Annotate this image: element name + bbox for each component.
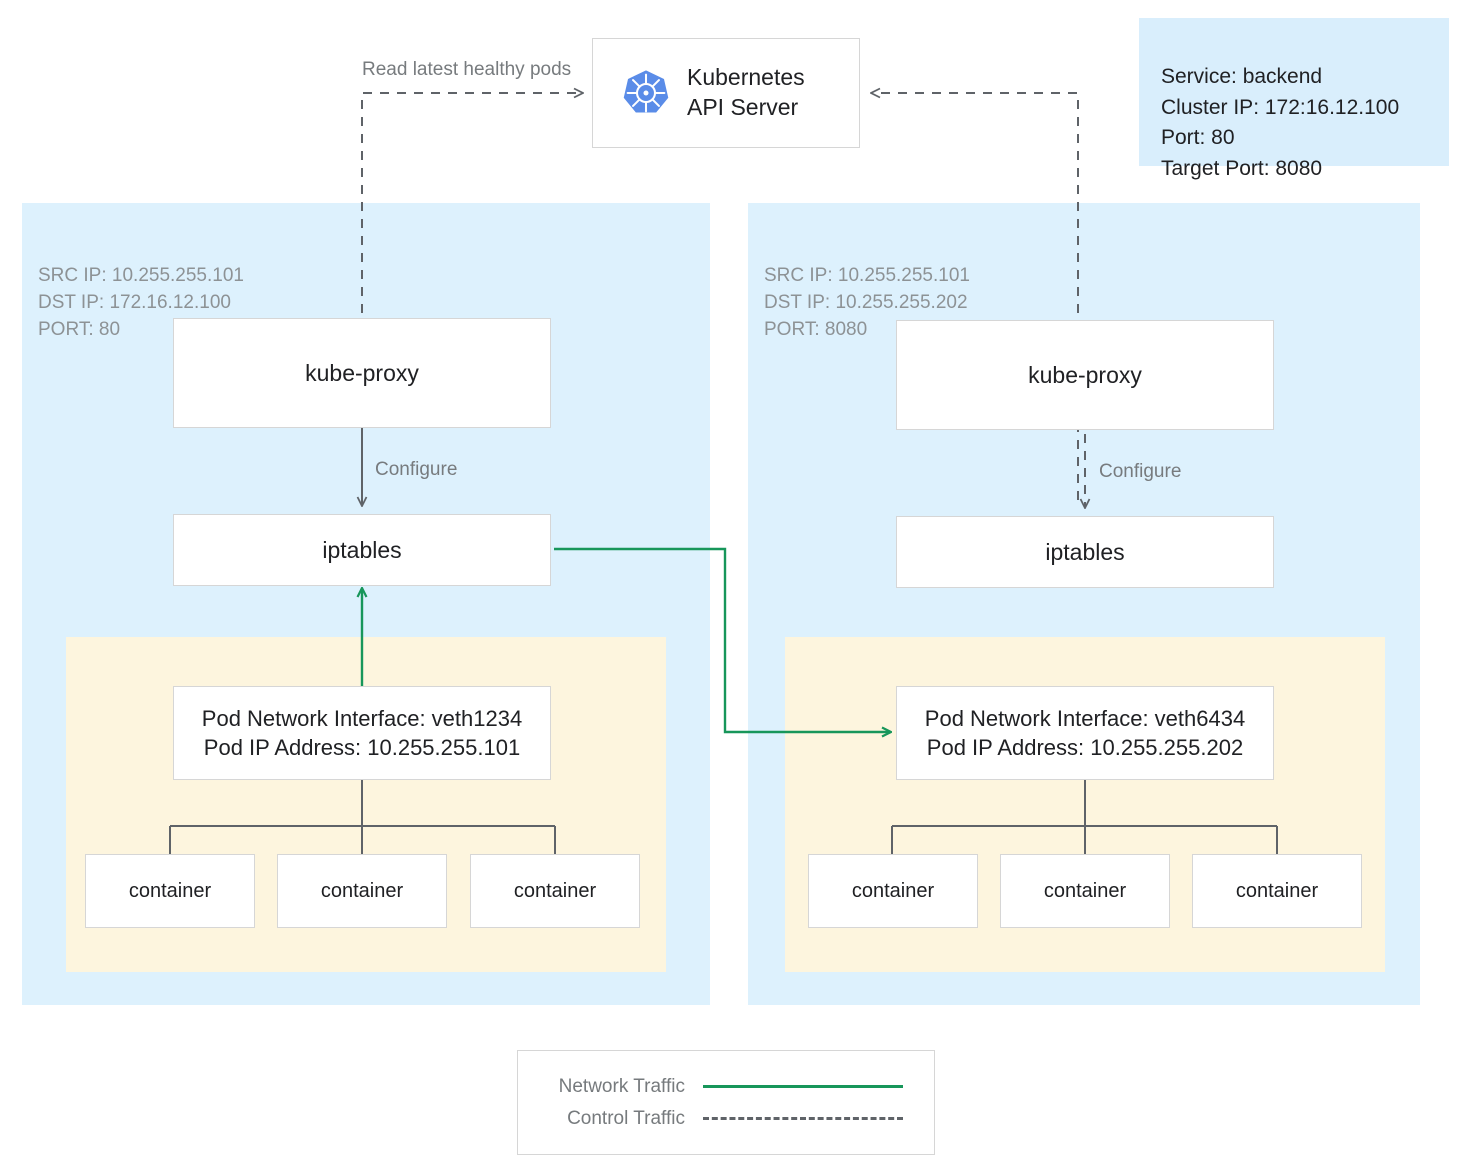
container-label: container [513,879,597,902]
iptables-box-left[interactable]: iptables [173,514,551,586]
kube-proxy-box-right[interactable]: kube-proxy [896,320,1274,430]
iptables-box-right[interactable]: iptables [896,516,1274,588]
iptables-label-left: iptables [322,536,402,563]
container-label: container [320,879,404,902]
container-label: container [128,879,212,902]
api-server-label: Kubernetes API Server [687,64,805,120]
container-box[interactable]: container [470,854,640,928]
legend-row-network-traffic: Network Traffic [540,1076,912,1098]
api-server-box[interactable]: Kubernetes API Server [592,38,860,148]
container-label: container [851,879,935,902]
legend-swatch-dashed-line [703,1117,903,1120]
edge-label-configure-right: Configure [1099,461,1182,482]
legend-label-control-traffic: Control Traffic [567,1107,685,1129]
kube-proxy-label-right: kube-proxy [1028,361,1142,388]
container-label: container [1043,879,1127,902]
legend-swatch-solid-line [703,1085,903,1088]
container-box[interactable]: container [808,854,978,928]
edge-label-read-latest: Read latest healthy pods [362,59,572,80]
container-box[interactable]: container [1000,854,1170,928]
kube-proxy-label-left: kube-proxy [305,359,419,386]
container-box[interactable]: container [277,854,447,928]
pod-interface-label-right: Pod Network Interface: veth6434 Pod IP A… [924,705,1246,760]
legend-row-control-traffic: Control Traffic [540,1108,912,1130]
legend-label-network-traffic: Network Traffic [558,1075,685,1097]
kubernetes-logo-icon [621,68,671,118]
pod-interface-label-left: Pod Network Interface: veth1234 Pod IP A… [201,705,523,760]
legend-box: Network Traffic Control Traffic [517,1050,935,1155]
container-box[interactable]: container [85,854,255,928]
service-info-text: Service: backend Cluster IP: 172:16.12.1… [1161,65,1400,180]
pod-interface-box-right[interactable]: Pod Network Interface: veth6434 Pod IP A… [896,686,1274,780]
kube-proxy-box-left[interactable]: kube-proxy [173,318,551,428]
container-label: container [1235,879,1319,902]
iptables-label-right: iptables [1045,538,1125,565]
packet-info-right: SRC IP: 10.255.255.101 DST IP: 10.255.25… [764,264,970,340]
edge-label-configure-left: Configure [375,459,458,480]
packet-info-left: SRC IP: 10.255.255.101 DST IP: 172.16.12… [38,264,244,340]
container-box[interactable]: container [1192,854,1362,928]
pod-interface-box-left[interactable]: Pod Network Interface: veth1234 Pod IP A… [173,686,551,780]
service-info-box: Service: backend Cluster IP: 172:16.12.1… [1139,18,1449,180]
